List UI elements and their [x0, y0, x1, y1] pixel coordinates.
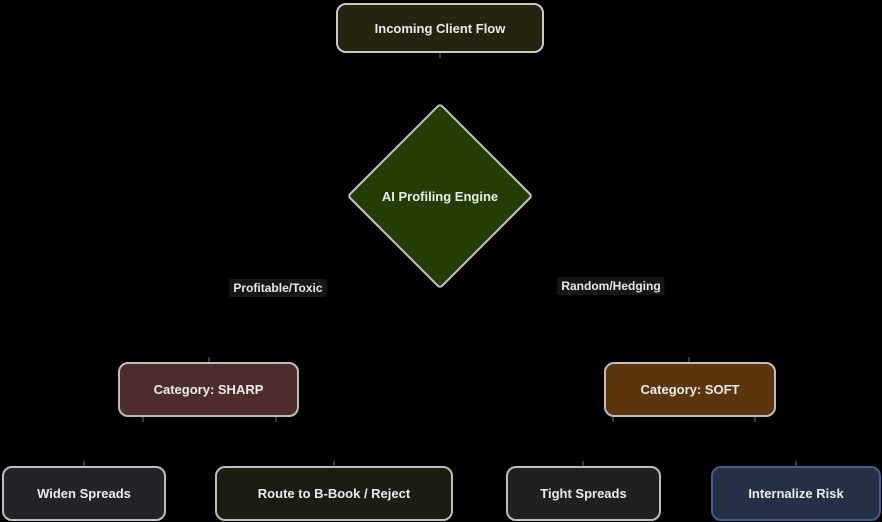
- edge-stub: [333, 461, 335, 466]
- node-category-sharp: Category: SHARP: [118, 362, 299, 417]
- node-incoming-client-flow: Incoming Client Flow: [336, 3, 544, 53]
- edge-stub: [439, 53, 441, 58]
- node-widen-spreads: Widen Spreads: [2, 466, 166, 521]
- node-label: Category: SHARP: [153, 382, 264, 397]
- edge-stub: [142, 417, 144, 422]
- edge-stub: [83, 461, 85, 466]
- edge-stub: [754, 417, 756, 422]
- node-label: Widen Spreads: [37, 486, 131, 501]
- node-label: Route to B-Book / Reject: [257, 486, 411, 501]
- edge-stub: [795, 461, 797, 466]
- node-route-to-b-book-reject: Route to B-Book / Reject: [215, 466, 453, 521]
- node-internalize-risk: Internalize Risk: [711, 466, 881, 521]
- node-label: Incoming Client Flow: [374, 20, 506, 36]
- node-label: Category: SOFT: [640, 382, 740, 397]
- node-tight-spreads: Tight Spreads: [506, 466, 661, 521]
- edge-stub: [688, 357, 690, 362]
- node-category-soft: Category: SOFT: [604, 362, 776, 417]
- node-label: Tight Spreads: [540, 486, 627, 501]
- edge-stub: [275, 417, 277, 422]
- node-label: Internalize Risk: [748, 486, 844, 501]
- edge-label-random-hedging: Random/Hedging: [557, 277, 665, 295]
- node-label: AI Profiling Engine: [381, 188, 499, 204]
- edge-stub: [208, 357, 210, 362]
- edge-stub: [612, 417, 614, 422]
- edge-stub: [582, 461, 584, 466]
- node-ai-profiling-engine: AI Profiling Engine: [346, 102, 534, 290]
- edge-label-profitable-toxic: Profitable/Toxic: [229, 279, 327, 297]
